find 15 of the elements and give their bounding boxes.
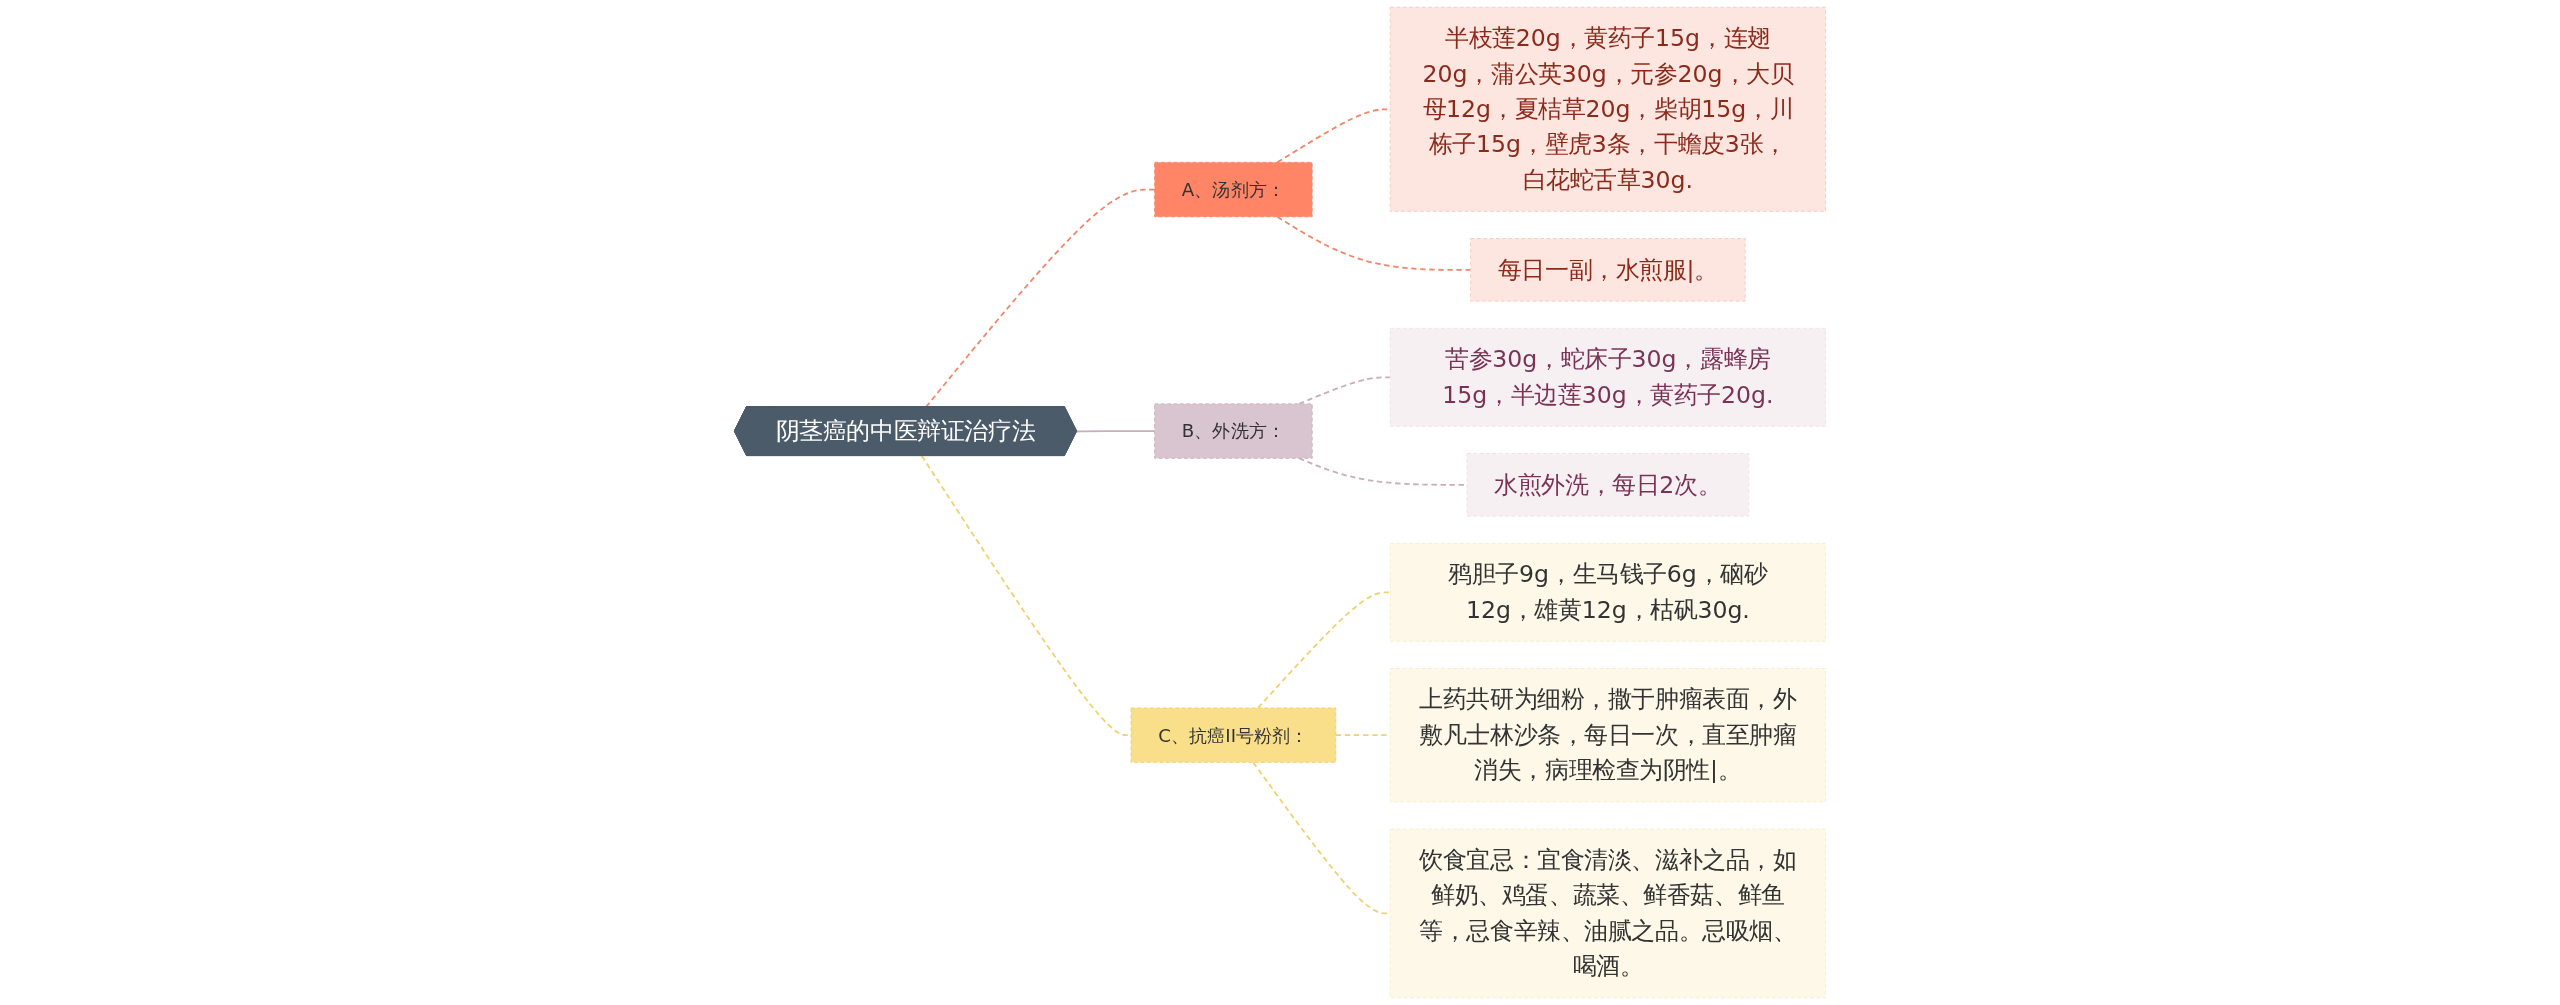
connector: [1276, 215, 1472, 271]
node-box: 饮食宜忌：宜食清淡、滋补之品，如鲜奶、鸡蛋、蔬菜、鲜香菇、鲜鱼等，忌食辛辣、油腻之品。忌吸烟、喝酒。: [1389, 828, 1827, 999]
node-box: B、外洗方：: [1154, 403, 1313, 459]
node-box: 上药共研为细粉，撒于肿瘤表面，外敷凡士林沙条，每日一次，直至肿瘤消失，病理检查为阴性|。: [1389, 668, 1827, 803]
node-box: 每日一副，水煎服|。: [1470, 238, 1746, 302]
connector: [1298, 376, 1392, 405]
connector: [925, 188, 1156, 408]
node-box: C、抗癌II号粉剂：: [1130, 707, 1337, 763]
connector: [1076, 430, 1156, 433]
node-box: 鸦胆子9g，生马钱子6g，硇砂12g，雄黄12g，枯矾30g.: [1389, 542, 1827, 642]
connector: [1257, 591, 1392, 709]
node-box: 半枝莲20g，黄药子15g，连翅20g，蒲公英30g，元参20g，大贝母12g，夏桔草20g，柴胡15g，川栋子15g，壁虎3条，干蟾皮3张，白花蛇舌草30g.: [1389, 6, 1827, 212]
node-box: A、汤剂方：: [1154, 161, 1313, 218]
node-box: 水煎外洗，每日2次。: [1466, 453, 1750, 517]
node-box: 苦参30g，蛇床子30g，露蜂房15g，半边莲30g，黄药子20g.: [1389, 327, 1827, 427]
